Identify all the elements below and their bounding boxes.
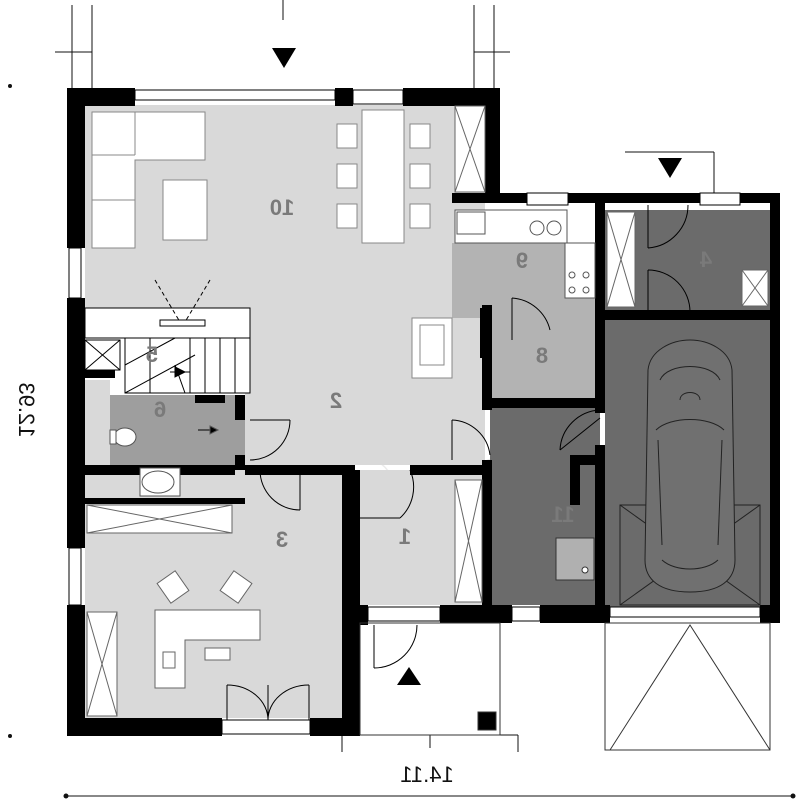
entrance-porch	[359, 622, 501, 736]
dimension-dot-top	[8, 84, 12, 88]
garage-car	[619, 339, 761, 606]
room-label-9: 9	[516, 248, 528, 273]
driveway	[604, 622, 771, 751]
room-label-5: 5	[146, 342, 158, 367]
room-label-10: 10	[270, 195, 294, 220]
bathroom-fittings	[109, 425, 220, 497]
room-label-2: 2	[330, 388, 342, 413]
utility-fittings	[555, 537, 595, 581]
doors	[226, 204, 691, 721]
entry-arrow-main	[397, 667, 421, 685]
staircase	[84, 279, 251, 394]
svg-text:12.93: 12.93	[14, 382, 39, 437]
wardrobes	[454, 105, 769, 603]
entry-arrow-top	[272, 48, 296, 68]
room-labels: 1 2 3 4 5 6 8 9 10 11	[146, 195, 712, 552]
dimension-end-dot-left	[63, 793, 69, 799]
room-label-8: 8	[536, 343, 548, 368]
walls	[67, 88, 780, 736]
living-furniture	[91, 109, 453, 379]
width-dimension-label: 14.11	[400, 762, 453, 787]
room-label-11: 11	[551, 502, 574, 527]
depth-dimension-label: 12.93	[14, 382, 39, 437]
office-furniture	[86, 504, 261, 717]
room-label-6: 6	[154, 397, 166, 422]
room-label-3: 3	[276, 527, 288, 552]
room-label-4: 4	[699, 247, 712, 272]
dimension-end-dot-right	[790, 793, 796, 799]
room-label-1: 1	[399, 524, 411, 549]
dimension-dot-bottom	[8, 734, 12, 738]
windows	[68, 89, 761, 735]
entry-arrow-garage-door	[658, 158, 682, 178]
svg-text:14.11: 14.11	[400, 762, 453, 787]
kitchen-fittings	[454, 209, 596, 299]
